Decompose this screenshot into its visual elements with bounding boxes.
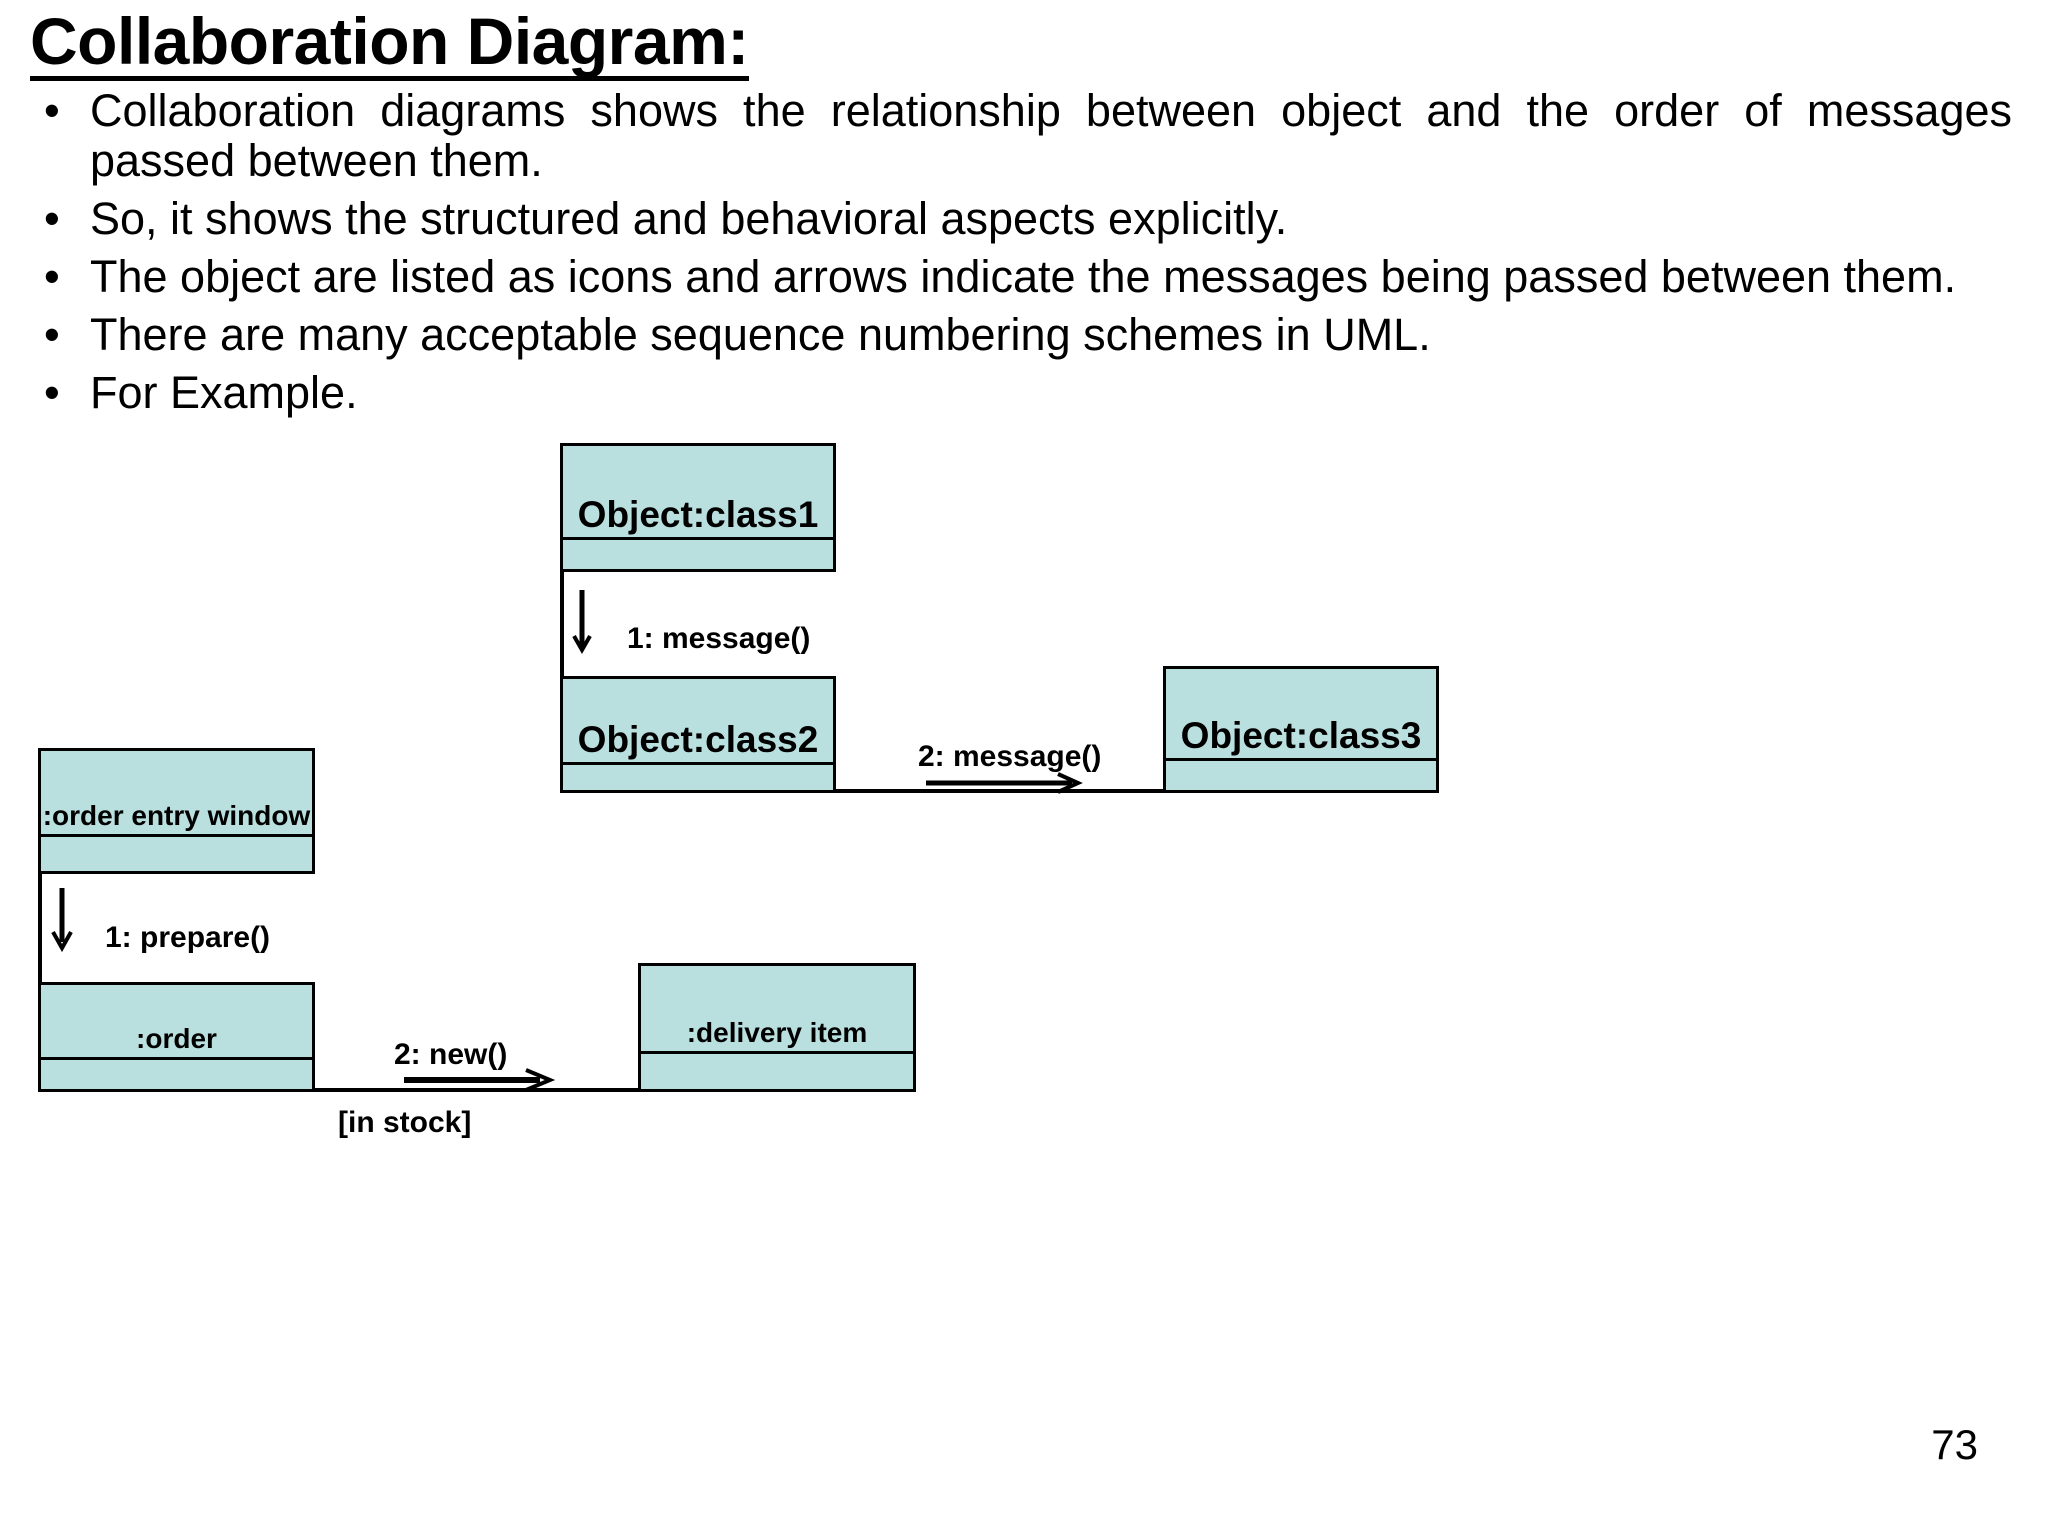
uml-object-label: :delivery item [686, 1017, 868, 1048]
list-item: • So, it shows the structured and behavi… [22, 192, 2012, 244]
uml-object-name-cell: Object:class2 [563, 679, 833, 765]
bullet-dot-icon: • [44, 192, 60, 244]
list-item-text: For Example. [90, 366, 358, 418]
page-number: 73 [1931, 1421, 1978, 1468]
list-item-text: The object are listed as icons and arrow… [90, 250, 1957, 302]
message-label-2-generic: 2: message() [918, 740, 1102, 773]
bullet-dot-icon: • [44, 308, 60, 360]
uml-object-attribute-cell [41, 1057, 312, 1089]
bullet-dot-icon: • [44, 250, 60, 302]
link-line-class2-class3 [836, 789, 1166, 793]
uml-object-attribute-cell [41, 834, 312, 871]
list-item: • Collaboration diagrams shows the relat… [22, 86, 2012, 186]
page-title: Collaboration Diagram: [30, 8, 749, 81]
uml-object-name-cell: Object:class3 [1166, 669, 1436, 761]
bullet-dot-icon: • [44, 366, 60, 418]
uml-object-name-cell: :order entry window [41, 751, 312, 837]
message-arrow-2-example [404, 1068, 556, 1092]
link-line-order-deliveryitem [315, 1088, 640, 1092]
uml-object-class1[interactable]: Object:class1 [560, 443, 836, 572]
uml-object-label: Object:class3 [1180, 715, 1422, 756]
message-arrow-1-generic [572, 590, 592, 655]
uml-object-order[interactable]: :order [38, 982, 315, 1092]
uml-object-label: :order [136, 1023, 217, 1054]
uml-object-label: :order entry window [42, 800, 311, 831]
uml-object-name-cell: :order [41, 985, 312, 1060]
bullet-dot-icon: • [44, 85, 60, 136]
guard-condition-label: [in stock] [338, 1106, 472, 1139]
uml-object-name-cell: :delivery item [641, 966, 913, 1054]
message-label-1-generic: 1: message() [627, 622, 811, 655]
uml-object-attribute-cell [1166, 758, 1436, 790]
link-line-class1-class2 [560, 572, 564, 682]
message-label-1-example: 1: prepare() [105, 921, 271, 954]
list-item: • For Example. [22, 366, 2012, 418]
uml-object-name-cell: Object:class1 [563, 446, 833, 540]
uml-object-label: Object:class1 [577, 494, 819, 535]
uml-object-label: Object:class2 [577, 719, 819, 760]
list-item-text: There are many acceptable sequence numbe… [90, 308, 1431, 360]
link-line-orderentry-order [38, 873, 42, 983]
list-item-text: So, it shows the structured and behavior… [90, 192, 1288, 244]
uml-object-attribute-cell [641, 1051, 913, 1089]
uml-object-attribute-cell [563, 762, 833, 790]
message-arrow-2-generic [926, 772, 1083, 794]
message-arrow-1-example [51, 888, 73, 953]
uml-object-class3[interactable]: Object:class3 [1163, 666, 1439, 793]
list-item: • The object are listed as icons and arr… [22, 250, 2012, 302]
uml-object-attribute-cell [563, 537, 833, 569]
uml-object-order-entry-window[interactable]: :order entry window [38, 748, 315, 874]
list-item-text: Collaboration diagrams shows the relatio… [90, 85, 2012, 186]
message-label-2-example: 2: new() [394, 1038, 508, 1071]
uml-object-delivery-item[interactable]: :delivery item [638, 963, 916, 1092]
bullet-list: • Collaboration diagrams shows the relat… [22, 86, 2012, 426]
uml-object-class2[interactable]: Object:class2 [560, 676, 836, 793]
list-item: • There are many acceptable sequence num… [22, 308, 2012, 360]
